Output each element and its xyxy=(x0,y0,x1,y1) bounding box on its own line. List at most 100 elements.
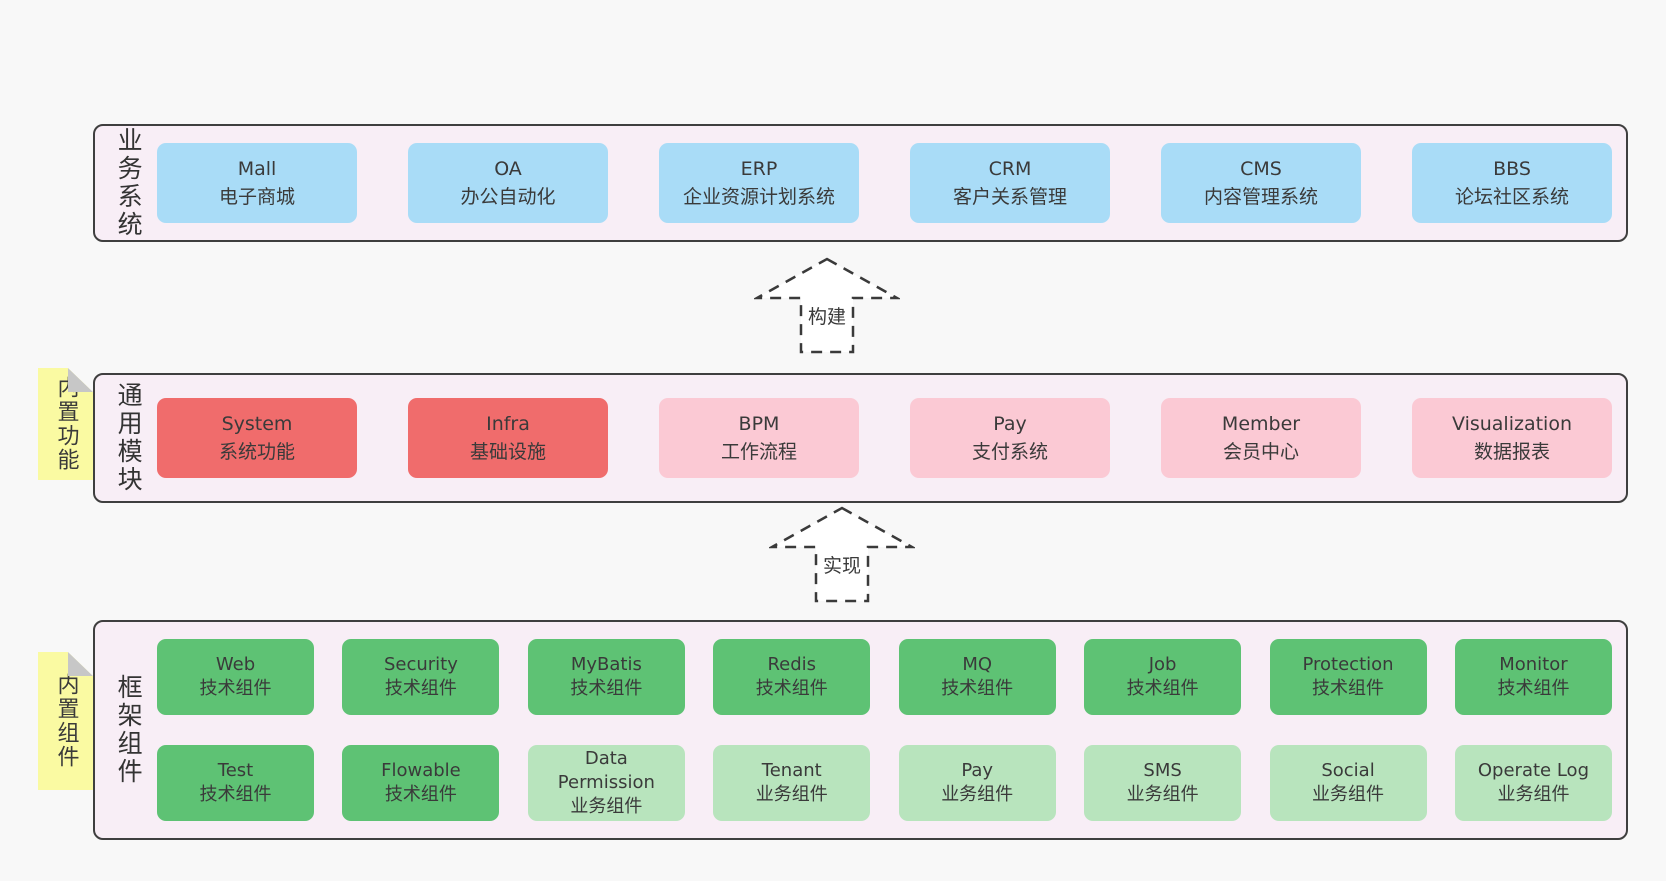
box-title: CMS xyxy=(1240,157,1282,180)
box-title: OA xyxy=(494,157,522,180)
box-title: Redis xyxy=(767,653,817,675)
box-title: BPM xyxy=(738,412,780,435)
layer-business-systems: 业务系统 Mall 电子商城 OA 办公自动化 ERP 企业资源计划系统 CRM… xyxy=(93,124,1628,242)
box-web: Web 技术组件 xyxy=(157,639,314,715)
box-subtitle: 技术组件 xyxy=(755,678,828,699)
box-title: Pay xyxy=(993,412,1027,435)
box-title: Security xyxy=(383,653,458,675)
box-data-permission: Data Permission 业务组件 xyxy=(527,745,685,821)
box-subtitle: 企业资源计划系统 xyxy=(682,186,835,208)
box-sms: SMS 业务组件 xyxy=(1084,745,1242,821)
box-title: Member xyxy=(1221,412,1301,435)
box-mall: Mall 电子商城 xyxy=(157,143,357,223)
box-title: MQ xyxy=(962,653,993,675)
box-subtitle: 内容管理系统 xyxy=(1203,186,1318,208)
arrow-implement: 实现 xyxy=(769,505,915,605)
box-title: CRM xyxy=(988,157,1032,180)
box-subtitle: 基础设施 xyxy=(469,441,546,463)
box-title: Mall xyxy=(237,157,277,180)
box-title: System xyxy=(221,412,293,435)
layer-label-modules: 通用模块 xyxy=(114,382,144,494)
framework-row-1: Web 技术组件 Security 技术组件 MyBatis 技术组件 Redi… xyxy=(157,639,1612,715)
layer-common-modules: 通用模块 System 系统功能 Infra 基础设施 BPM 工作流程 Pay… xyxy=(93,373,1628,503)
note-built-in-components: 内置组件 xyxy=(38,652,93,790)
layer-framework-components: 框架组件 Web 技术组件 Security 技术组件 MyBatis 技术组件… xyxy=(93,620,1628,840)
box-bbs: BBS 论坛社区系统 xyxy=(1412,143,1612,223)
box-member: Member 会员中心 xyxy=(1161,398,1361,478)
box-operate-log: Operate Log 业务组件 xyxy=(1454,745,1612,821)
box-title: Tenant xyxy=(761,759,822,781)
box-subtitle: 业务组件 xyxy=(1312,784,1385,805)
box-title: Web xyxy=(215,653,256,675)
box-bpm: BPM 工作流程 xyxy=(659,398,859,478)
box-subtitle: 技术组件 xyxy=(199,784,272,805)
box-subtitle: 业务组件 xyxy=(755,784,828,805)
box-subtitle: 客户关系管理 xyxy=(952,186,1067,208)
box-subtitle: 技术组件 xyxy=(570,678,643,699)
box-oa: OA 办公自动化 xyxy=(408,143,608,223)
box-title: ERP xyxy=(740,157,778,180)
box-subtitle: 业务组件 xyxy=(570,796,643,818)
box-title: SMS xyxy=(1143,759,1182,781)
box-subtitle: 办公自动化 xyxy=(460,186,556,208)
box-infra: Infra 基础设施 xyxy=(408,398,608,478)
box-test: Test 技术组件 xyxy=(157,745,314,821)
box-title: Flowable xyxy=(381,759,461,781)
box-title: Operate Log xyxy=(1477,759,1589,781)
box-system: System 系统功能 xyxy=(157,398,357,478)
box-subtitle: 业务组件 xyxy=(1126,784,1199,805)
box-subtitle: 技术组件 xyxy=(1312,678,1385,699)
box-security: Security 技术组件 xyxy=(342,639,500,715)
box-title: Job xyxy=(1148,653,1177,675)
box-subtitle: 技术组件 xyxy=(941,678,1014,699)
box-tenant: Tenant 业务组件 xyxy=(713,745,871,821)
box-subtitle: 支付系统 xyxy=(971,441,1048,463)
box-title: Monitor xyxy=(1499,653,1568,675)
box-pay-component: Pay 业务组件 xyxy=(898,745,1056,821)
arrow-build: 构建 xyxy=(754,256,900,356)
box-title: Data Permission xyxy=(557,747,655,793)
framework-rows: Web 技术组件 Security 技术组件 MyBatis 技术组件 Redi… xyxy=(149,639,1626,821)
box-title: BBS xyxy=(1493,157,1531,180)
box-subtitle: 数据报表 xyxy=(1473,441,1550,463)
note-built-in-features: 内置功能 xyxy=(38,368,93,480)
box-pay-system: Pay 支付系统 xyxy=(910,398,1110,478)
box-title: Pay xyxy=(961,759,994,781)
box-mybatis: MyBatis 技术组件 xyxy=(527,639,685,715)
box-title: MyBatis xyxy=(570,653,642,675)
box-title: Test xyxy=(217,759,254,781)
box-job: Job 技术组件 xyxy=(1084,639,1242,715)
box-social: Social 业务组件 xyxy=(1269,745,1427,821)
box-erp: ERP 企业资源计划系统 xyxy=(659,143,859,223)
box-crm: CRM 客户关系管理 xyxy=(910,143,1110,223)
framework-row-2: Test 技术组件 Flowable 技术组件 Data Permission … xyxy=(157,745,1612,821)
box-protection: Protection 技术组件 xyxy=(1269,639,1427,715)
business-boxes: Mall 电子商城 OA 办公自动化 ERP 企业资源计划系统 CRM 客户关系… xyxy=(149,143,1626,223)
box-subtitle: 业务组件 xyxy=(941,784,1014,805)
note-text: 内置功能 xyxy=(53,376,79,472)
box-mq: MQ 技术组件 xyxy=(898,639,1056,715)
box-subtitle: 技术组件 xyxy=(199,678,272,699)
box-subtitle: 会员中心 xyxy=(1222,441,1299,463)
arrow-implement-label: 实现 xyxy=(819,551,865,578)
box-subtitle: 技术组件 xyxy=(384,678,457,699)
folded-corner-icon xyxy=(68,368,93,392)
box-redis: Redis 技术组件 xyxy=(713,639,871,715)
module-boxes: System 系统功能 Infra 基础设施 BPM 工作流程 Pay 支付系统… xyxy=(149,398,1626,478)
note-text: 内置组件 xyxy=(53,673,79,769)
box-subtitle: 技术组件 xyxy=(1126,678,1199,699)
box-title: Visualization xyxy=(1451,412,1572,435)
box-subtitle: 论坛社区系统 xyxy=(1454,186,1569,208)
box-title: Social xyxy=(1321,759,1375,781)
box-subtitle: 技术组件 xyxy=(1497,678,1570,699)
box-subtitle: 系统功能 xyxy=(218,441,295,463)
box-title: Protection xyxy=(1302,653,1394,675)
box-title: Infra xyxy=(486,412,530,435)
box-subtitle: 电子商城 xyxy=(218,186,295,208)
folded-corner-icon xyxy=(68,652,93,676)
layer-label-business: 业务系统 xyxy=(114,127,144,239)
arrow-build-label: 构建 xyxy=(804,302,850,329)
box-subtitle: 业务组件 xyxy=(1497,784,1570,805)
box-cms: CMS 内容管理系统 xyxy=(1161,143,1361,223)
